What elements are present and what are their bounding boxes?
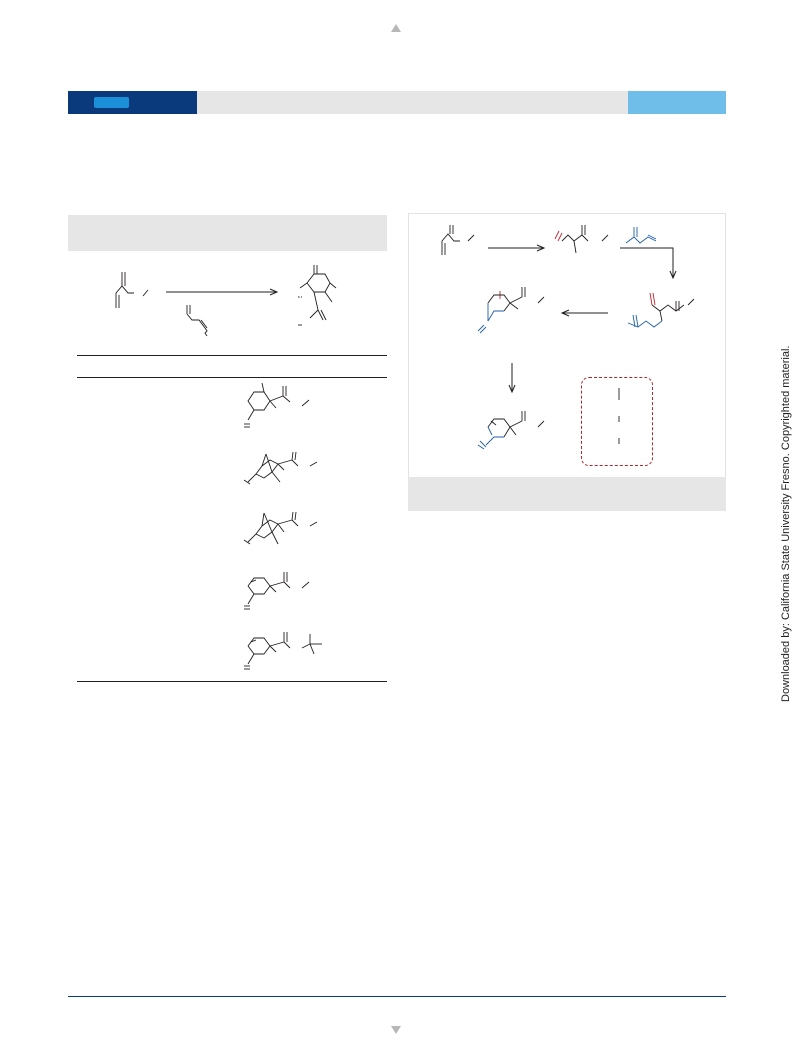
- footer-rule: [68, 996, 726, 997]
- scheme-figure: [441, 225, 695, 450]
- journal-badge: [94, 97, 129, 108]
- table-header-rule: [77, 377, 387, 378]
- header-brand-block: [68, 91, 197, 114]
- table-reaction-scheme: [115, 265, 337, 337]
- conditions-box: [581, 377, 653, 466]
- header-section-tab: [628, 91, 726, 114]
- table-top-rule: [77, 355, 387, 356]
- download-watermark: Downloaded by: California State Universi…: [780, 345, 792, 702]
- table-caption-box: [68, 215, 387, 251]
- table-product-2: [243, 451, 318, 485]
- table-product-4: [244, 572, 310, 610]
- page-up-icon[interactable]: [391, 24, 401, 32]
- table-bottom-rule: [77, 681, 387, 682]
- scheme-caption-box: [408, 477, 726, 511]
- header-bar: [68, 91, 726, 114]
- conditions-marks: [618, 388, 620, 444]
- page-down-icon[interactable]: [391, 1026, 401, 1034]
- header-title-strip: [197, 91, 628, 114]
- table-product-3: [243, 511, 318, 545]
- table-product-5: [244, 632, 322, 670]
- table-product-1: [244, 382, 310, 428]
